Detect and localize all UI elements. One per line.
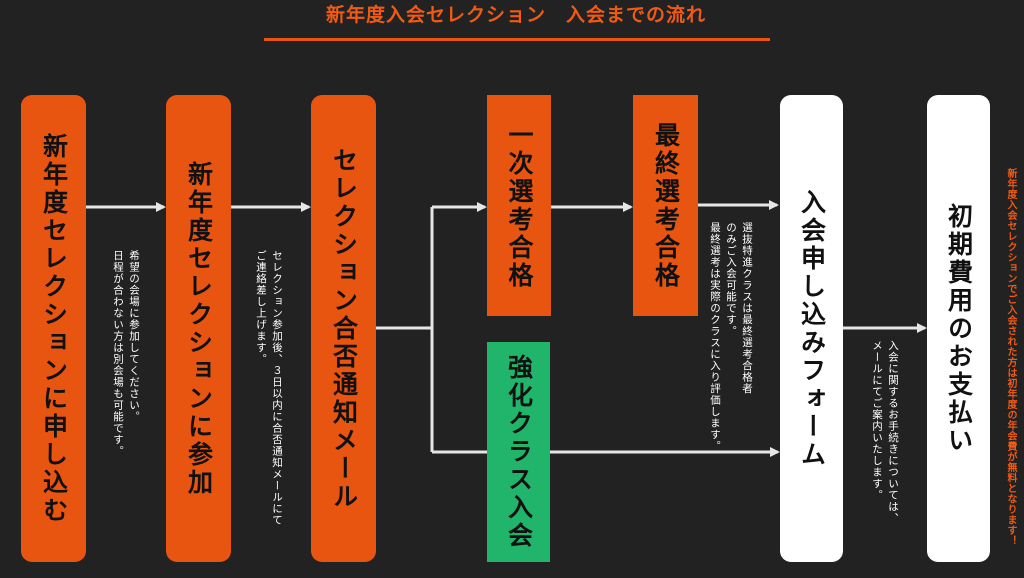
step-first-pass: 一次選考合格 [487, 95, 551, 316]
note-final: 選抜特進クラスは最終選考合格者 のみご入会可能です。 最終選考は実際のクラスに入… [709, 222, 753, 452]
side-note-free-fee: 新年度入会セレクションでご入会された方は初年度の年会費が無料となります！ [1005, 168, 1016, 546]
note-attend: セレクション参加後、３日以内に合否通知メールにて ご連絡差し上げます。 [255, 250, 283, 526]
step-attend: 新年度セレクションに参加 [166, 95, 231, 562]
step-final-pass: 最終選考合格 [633, 95, 698, 316]
title-underline [264, 38, 770, 41]
page-title: 新年度入会セレクション 入会までの流れ [325, 4, 706, 26]
step-result-mail: セレクション合否通知メール [311, 95, 376, 562]
step-application-form: 入会申し込みフォーム [780, 95, 843, 562]
step-payment: 初期費用のお支払い [927, 95, 990, 562]
note-form: 入会に関するお手続きについては、 メールにてご案内いたします。 [871, 340, 899, 524]
note-apply: 希望の会場に参加してください。 日程が合わない方は別会場も可能です。 [112, 250, 140, 457]
step-apply: 新年度セレクションに申し込む [21, 95, 86, 562]
step-reinforce-class: 強化クラス入会 [487, 342, 550, 562]
